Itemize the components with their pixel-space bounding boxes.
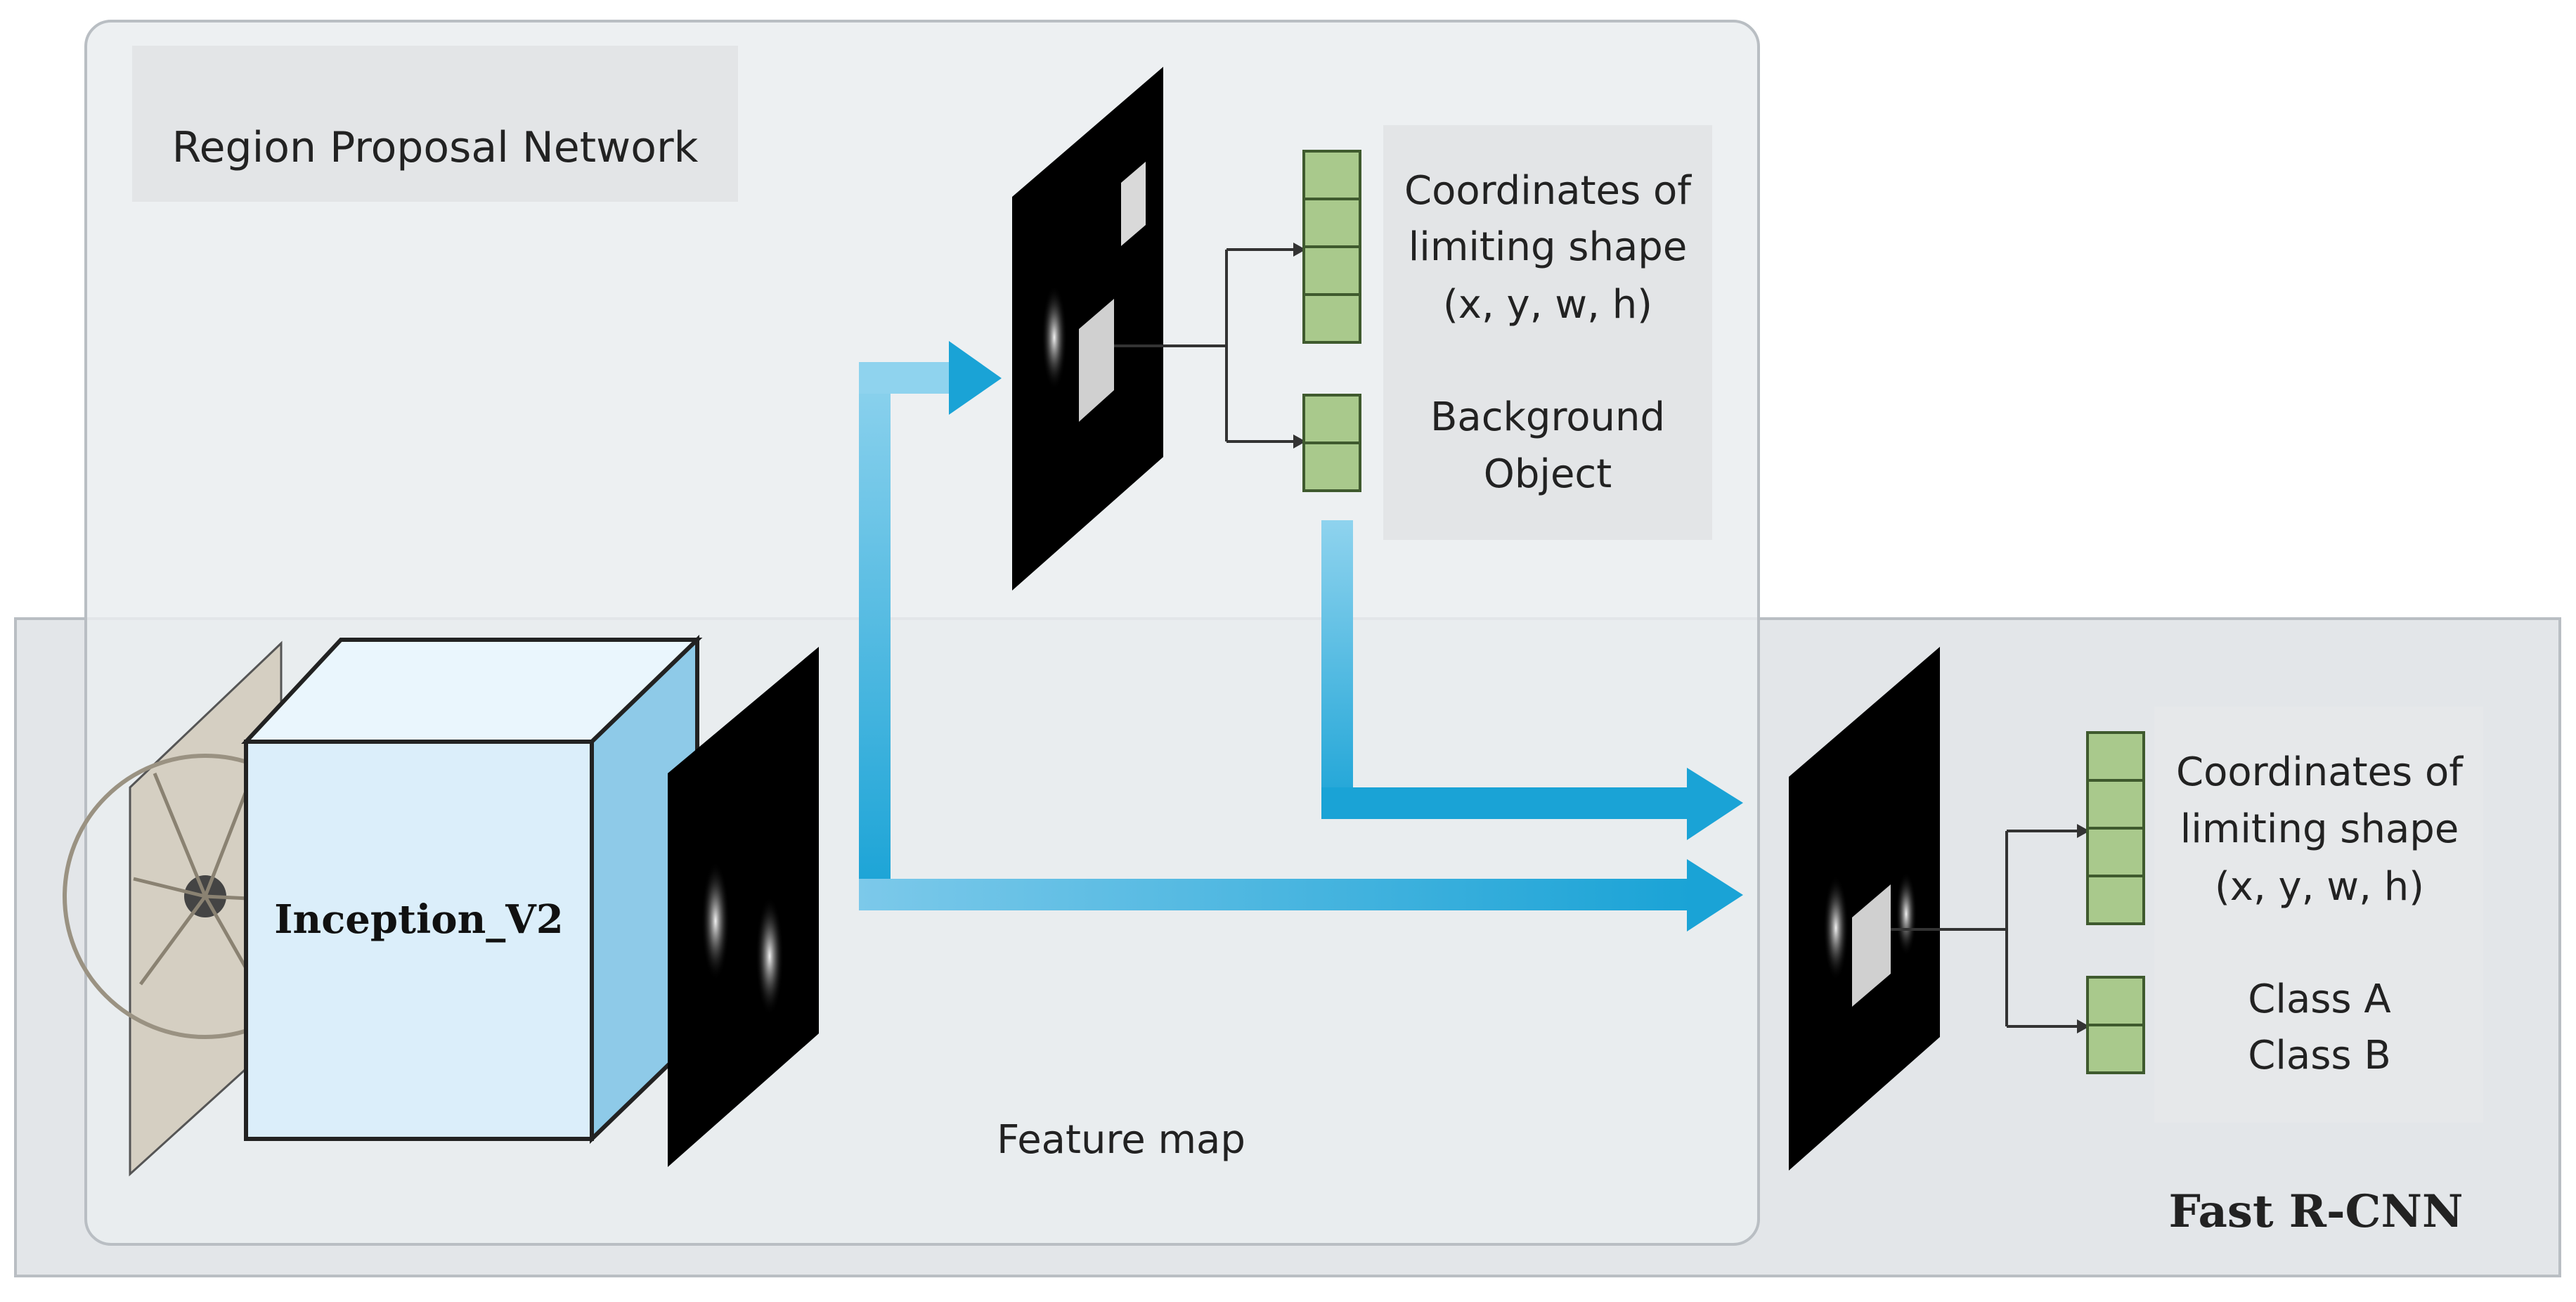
rpn-coord-cells xyxy=(1302,150,1361,344)
rcnn-map xyxy=(1789,647,1940,1171)
rpn-connectors xyxy=(1114,248,1293,443)
rcnn-coord-cells xyxy=(2086,731,2145,925)
rpn-cls-line1: Background xyxy=(1430,394,1665,440)
rcnn-connectors xyxy=(1891,830,2077,1028)
inception-cube xyxy=(241,634,703,1145)
rpn-class-cells xyxy=(1302,394,1361,492)
rcnn-class-cells xyxy=(2086,976,2145,1074)
rcnn-coords-line2: limiting shape xyxy=(2180,806,2459,852)
rcnn-output-box xyxy=(2154,707,2483,1123)
rpn-cls-line2: Object xyxy=(1484,451,1612,497)
rcnn-coords-line1: Coordinates of xyxy=(2176,749,2464,795)
flow-arrows xyxy=(859,341,1743,932)
rpn-title: Region Proposal Network xyxy=(172,123,699,172)
feature-map-label: Feature map xyxy=(997,1117,1245,1163)
rcnn-coords-line3: (x, y, w, h) xyxy=(2215,864,2424,910)
backbone-label: Inception_V2 xyxy=(274,896,563,943)
rcnn-cls-line1: Class A xyxy=(2248,976,2390,1022)
rpn-coords-line2: limiting shape xyxy=(1409,224,1688,270)
fast-rcnn-title: Fast R-CNN xyxy=(2169,1185,2464,1238)
feature-map xyxy=(668,647,819,1167)
rcnn-cls-line2: Class B xyxy=(2248,1033,2391,1078)
rpn-coords-line3: (x, y, w, h) xyxy=(1443,282,1652,328)
rpn-title-box xyxy=(132,46,738,202)
rpn-output-box xyxy=(1383,125,1712,540)
rpn-map xyxy=(1012,67,1163,591)
rpn-coords-line1: Coordinates of xyxy=(1404,168,1692,214)
